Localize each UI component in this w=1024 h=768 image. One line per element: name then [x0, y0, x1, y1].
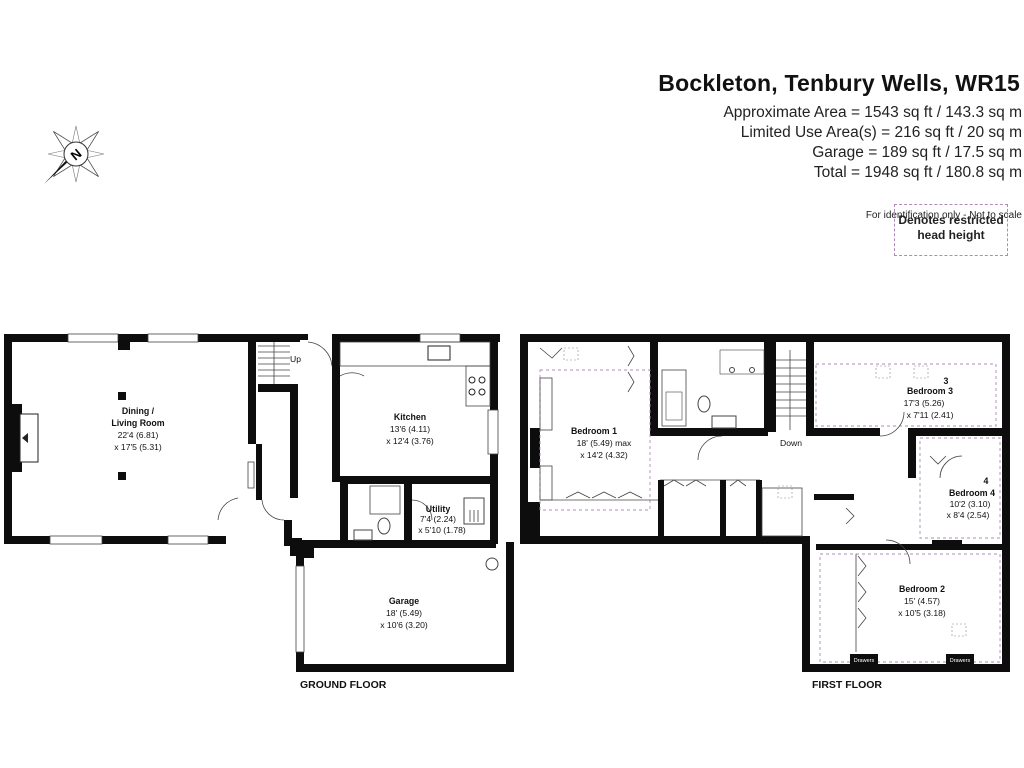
bedroom4-num: 4 [984, 476, 989, 486]
first-floor-label: FIRST FLOOR [812, 679, 882, 691]
drawers-label-left: Drawers [854, 658, 875, 664]
ground-floor-plan: Up Dining / [4, 333, 514, 691]
approximate-area: Approximate Area = 1543 sq ft / 143.3 sq… [723, 104, 1022, 121]
utility-name: Utility [426, 504, 451, 514]
dining-name-2: Living Room [111, 418, 164, 428]
bedroom3-dim-1: 17'3 (5.26) [904, 398, 945, 408]
kitchen-dim-1: 13'6 (4.11) [390, 424, 430, 434]
bedroom3-dim-2: x 7'11 (2.41) [907, 410, 954, 420]
first-floor-plan: Down Drawers Drawers [520, 334, 1010, 691]
garage-name: Garage [389, 596, 419, 606]
bedroom2-name: Bedroom 2 [899, 584, 945, 594]
restricted-height-legend: Denotes restricted head height [894, 204, 1008, 256]
bedroom4-name: Bedroom 4 [949, 488, 995, 498]
garage-dim-1: 18' (5.49) [386, 608, 422, 618]
restricted-legend-line2: head height [917, 228, 985, 242]
restricted-legend-line1: Denotes restricted [898, 213, 1004, 227]
dining-dim-2: x 17'5 (5.31) [114, 442, 162, 452]
property-title: Bockleton, Tenbury Wells, WR15 [658, 70, 1020, 96]
up-label: Up [290, 354, 301, 364]
garage-dim-2: x 10'6 (3.20) [380, 620, 428, 630]
ground-floor-label: GROUND FLOOR [300, 679, 387, 691]
kitchen-name: Kitchen [394, 412, 426, 422]
bedroom4-dim-2: x 8'4 (2.54) [947, 510, 990, 520]
bedroom3-num: 3 [944, 376, 949, 386]
bedroom1-dim-1: 18' (5.49) max [577, 438, 632, 448]
total-area: Total = 1948 sq ft / 180.8 sq m [813, 164, 1022, 181]
bedroom2-dim-2: x 10'5 (3.18) [898, 608, 946, 618]
bedroom1-dim-2: x 14'2 (4.32) [580, 450, 628, 460]
bedroom4-dim-1: 10'2 (3.10) [950, 499, 991, 509]
drawers-label-right: Drawers [950, 658, 971, 664]
limited-use-area: Limited Use Area(s) = 216 sq ft / 20 sq … [740, 124, 1022, 141]
identification-note: For identification only - Not to scale [865, 210, 1022, 221]
utility-dim-1: 7'4 (2.24) [420, 514, 456, 524]
compass-icon: N [44, 125, 105, 184]
bedroom2-dim-1: 15' (4.57) [904, 596, 940, 606]
down-label: Down [780, 438, 802, 448]
garage-area: Garage = 189 sq ft / 17.5 sq m [812, 144, 1022, 161]
dining-name-1: Dining / [122, 406, 155, 416]
bedroom1-name: Bedroom 1 [571, 426, 617, 436]
kitchen-dim-2: x 12'4 (3.76) [386, 436, 434, 446]
dining-dim-1: 22'4 (6.81) [118, 430, 159, 440]
bedroom3-name: Bedroom 3 [907, 386, 953, 396]
utility-dim-2: x 5'10 (1.78) [418, 525, 466, 535]
